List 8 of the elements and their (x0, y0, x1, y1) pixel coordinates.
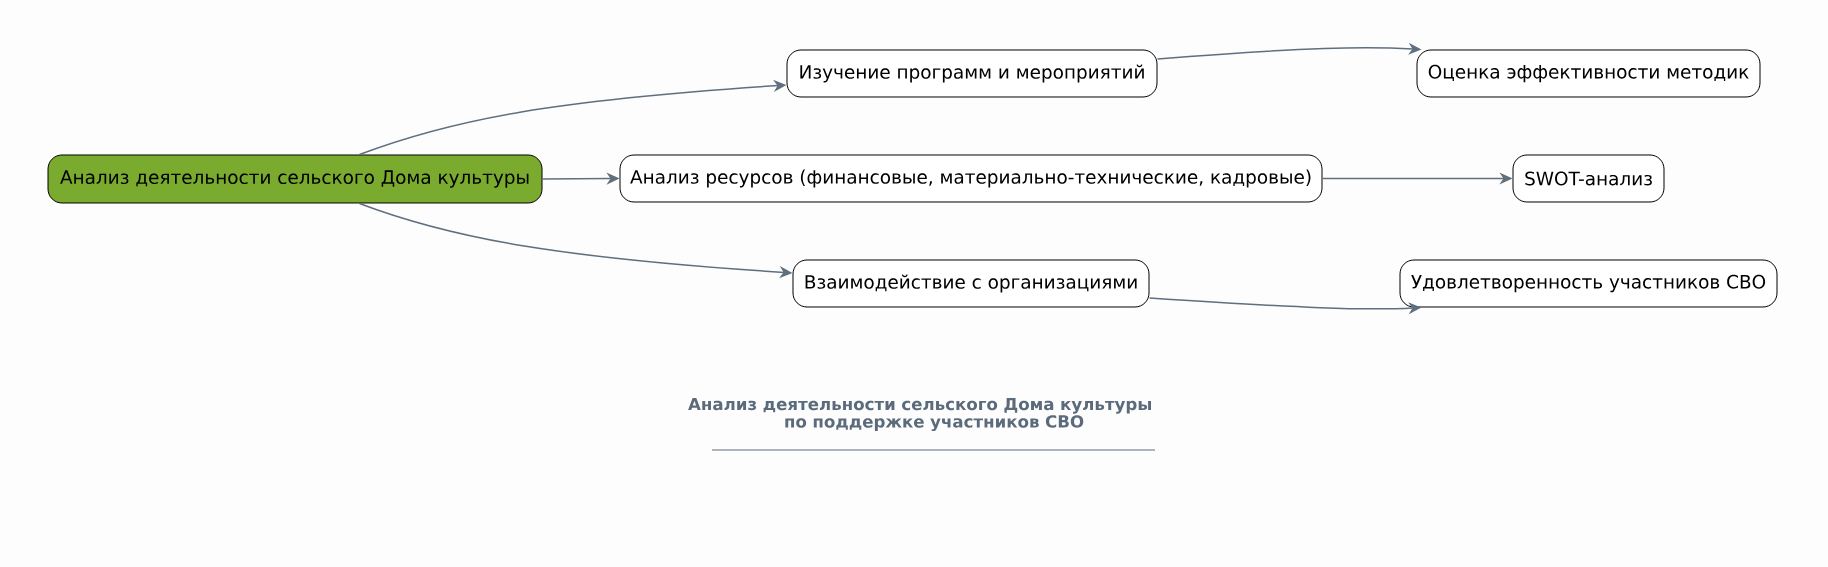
process-box: Оценка эффективности методик (1416, 49, 1761, 98)
process-box: Удовлетворенность участников СВО (1399, 259, 1778, 308)
process-box: Анализ ресурсов (финансовые, материально-технические, кадровые) (619, 154, 1323, 203)
process-box: Взаимодействие с организациями (792, 259, 1150, 308)
process-box: SWOT-анализ (1512, 154, 1665, 203)
main-topic-box: Анализ деятельности сельского Дома культуры (47, 154, 543, 204)
caption: Анализ деятельности сельского Дома культуры по поддержке участников СВО (688, 397, 1151, 432)
process-box: Изучение программ и мероприятий (786, 49, 1158, 98)
